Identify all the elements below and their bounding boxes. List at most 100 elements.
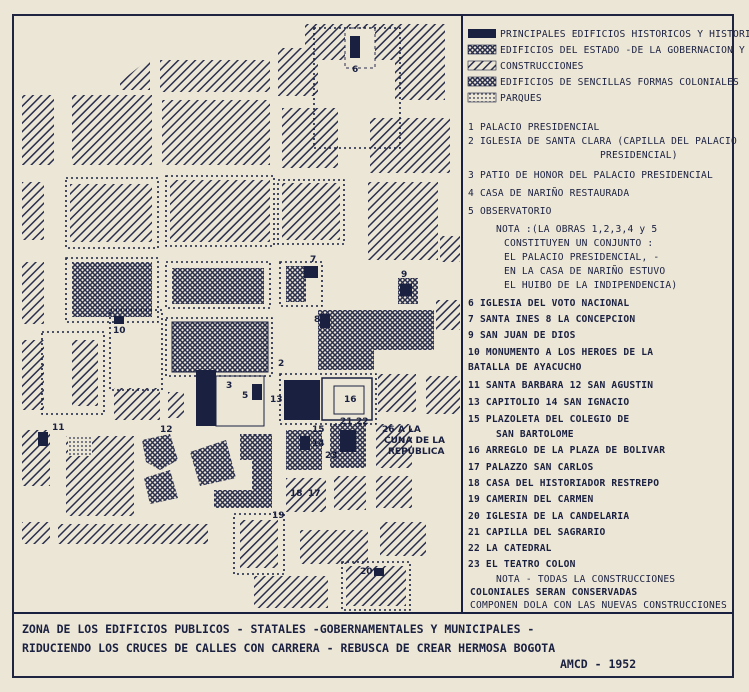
block [374,310,434,350]
map-label-19: 19 [272,511,285,521]
legend-category-4: PARQUES [500,93,542,104]
map-label-20: 20 [360,567,373,577]
block [22,95,54,165]
map-label-21: 21 [340,417,353,427]
map-label-3: 3 [226,381,232,391]
block [440,236,460,262]
legend-entry-4: 4 CASA DE NARIÑO RESTAURADA [468,186,629,199]
landmark-20 [374,568,384,576]
footer-line-1: ZONA DE LOS EDIFICIOS PUBLICOS - STATALE… [22,622,534,636]
block [368,182,438,260]
block [240,520,278,568]
map-blocks [22,24,460,611]
map-label-7: 7 [310,255,316,265]
map-label-6: 6 [352,65,358,75]
legend-entry-0: 1 PALACIO PRESIDENCIAL [468,122,599,133]
block [162,100,270,165]
block [144,470,178,504]
legend-entry-8: EL PALACIO PRESIDENCIAL, - [504,252,659,263]
legend-swatch-colonial [467,76,497,87]
map-label-12: 12 [160,425,173,435]
map-label-16: 16 [344,395,357,405]
legend-category-3: EDIFICIOS DE SENCILLAS FORMAS COLONIALES [500,77,739,88]
legend-category-0: PRINCIPALES EDIFICIOS HISTORICOS Y HISTO… [500,29,749,40]
block [378,374,416,412]
block [436,300,460,330]
landmark-11 [38,432,48,446]
park [68,436,92,456]
legend-entry-29: COLONIALES SERAN CONSERVADAS [470,587,637,598]
legend-swatch-state [467,44,497,55]
legend-entry-2: PRESIDENCIAL) [600,150,678,161]
block [370,118,450,173]
map-label-10: 10 [113,326,126,336]
block [120,58,150,90]
legend-entry-21: 17 PALAZZO SAN CARLOS [468,462,594,473]
block [72,95,152,165]
block [72,262,152,317]
legend-entry-25: 21 CAPILLA DEL SAGRARIO [468,527,605,538]
block [214,434,272,508]
block [172,268,264,304]
block [300,530,368,564]
block [376,424,412,468]
legend-entry-23: 19 CAMERIN DEL CARMEN [468,494,594,505]
landmark-22 [340,430,356,452]
block [380,522,426,556]
block [70,184,152,242]
map-label-2: 2 [278,359,284,369]
legend: PRINCIPALES EDIFICIOS HISTORICOS Y HISTO… [467,29,749,611]
block [22,182,44,240]
block [282,183,340,240]
legend-entry-13: 9 SAN JUAN DE DIOS [468,330,576,341]
legend-entry-30: COMPONEN DOLA CON LAS NUEVAS CONSTRUCCIO… [470,600,727,611]
map-label-8: 8 [314,315,320,325]
map-labels: 6 7 9 8 10 2 1 3 4 5 13 16 12 11 15 21 2… [52,65,445,577]
map-label-9: 9 [401,270,407,280]
legend-entry-15: BATALLA DE AYACUCHO [468,362,582,373]
legend-entry-24: 20 IGLESIA DE LA CANDELARIA [468,511,629,522]
landmark-14 [300,436,310,450]
block [72,340,98,406]
legend-swatch-historic [468,29,496,38]
landmark-1 [196,370,216,426]
legend-entry-18: 15 PLAZOLETA DEL COLEGIO DE [468,414,629,425]
map-label-23: 23 [325,451,338,461]
legend-entry-19: SAN BARTOLOME [496,429,574,440]
block [58,524,208,544]
map-label-5: 5 [242,391,248,401]
legend-category-2: CONSTRUCCIONES [500,61,584,72]
map-label-cuna-3: REPUBLICA [388,447,445,457]
block [22,262,44,324]
map-label-11: 11 [52,423,65,433]
block [426,376,460,414]
landmark-9 [400,284,412,296]
block [286,266,306,302]
legend-entry-6: NOTA :(LA OBRAS 1,2,3,4 y 5 [496,224,657,235]
block [142,434,178,470]
street-outlines [41,27,411,611]
legend-entry-1: 2 IGLESIA DE SANTA CLARA (CAPILLA DEL PA… [468,136,737,147]
block [286,478,326,512]
patio-honor [215,375,265,427]
legend-entry-26: 22 LA CATEDRAL [468,543,552,554]
legend-entry-10: EL HUIBO DE LA INDIPENDENCIA) [504,280,677,291]
landmark-10 [114,316,124,324]
map-label-14: 14 [312,439,325,449]
map-label-cuna-2: CUNA DE LA [384,436,445,446]
footer: ZONA DE LOS EDIFICIOS PUBLICOS - STATALE… [22,622,636,671]
legend-swatch-parques [467,92,497,103]
legend-entry-22: 18 CASA DEL HISTORIADOR RESTREPO [468,478,659,489]
legend-entry-9: EN LA CASA DE NARIÑO ESTUVO [504,264,665,277]
block [160,60,270,92]
map-label-1: 1 [200,373,206,383]
legend-entry-5: 5 OBSERVATORIO [468,206,552,217]
palacio-patio [184,330,250,364]
footer-line-2: RIDUCIENDO LOS CRUCES DE CALLES CON CARR… [22,641,555,655]
legend-entry-14: 10 MONUMENTO A LOS HEROES DE LA [468,347,653,358]
legend-entry-20: 16 ARREGLO DE LA PLAZA DE BOLIVAR [468,445,665,456]
map-label-17: 17 [308,489,321,499]
map-label-13: 13 [270,395,283,405]
map-label-18: 18 [290,489,303,499]
